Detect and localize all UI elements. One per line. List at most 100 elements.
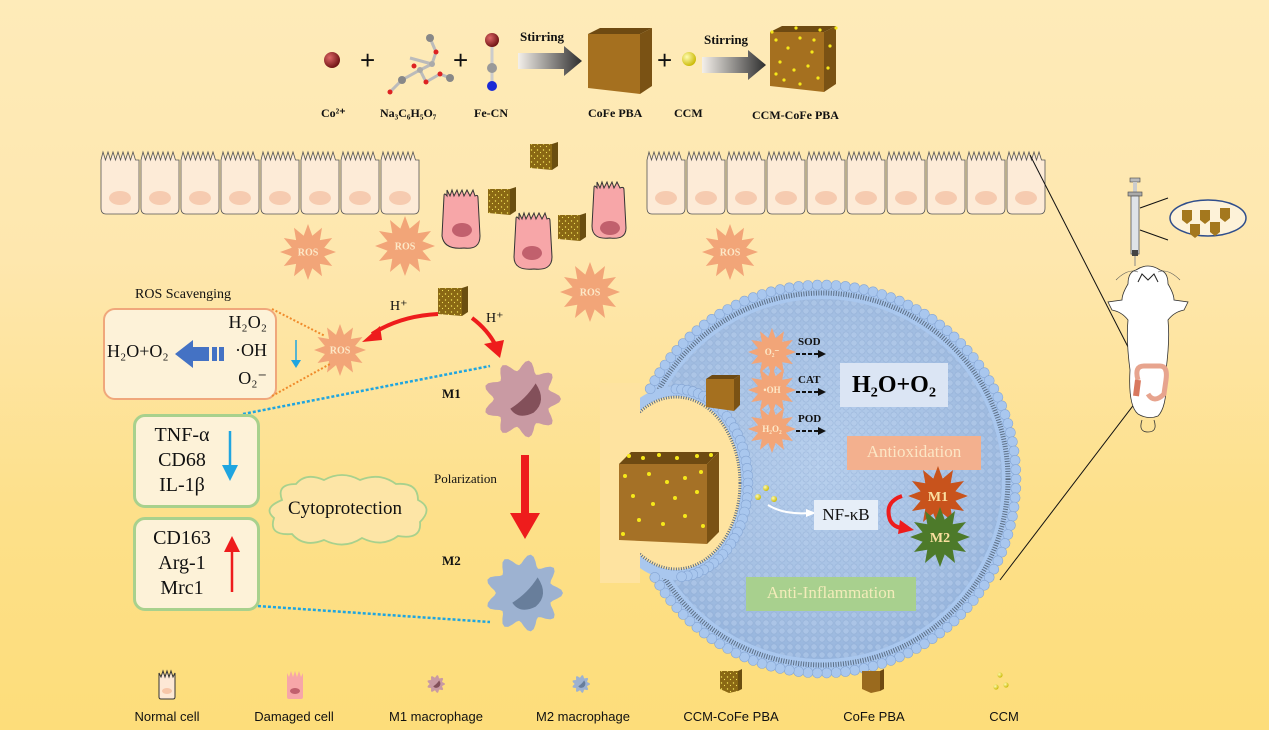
normal-cell <box>1006 150 1046 215</box>
svg-text:ROS: ROS <box>720 248 741 259</box>
normal-cell <box>646 150 686 215</box>
normal-cell <box>220 150 260 215</box>
scavenging-product: H₂O+O₂ <box>107 341 169 361</box>
ccm-cofe-pba-cube <box>770 26 838 92</box>
polarization-label: Polarization <box>434 471 497 486</box>
stirring-label: Stirring <box>520 29 565 44</box>
svg-text:•OH: •OH <box>763 385 780 395</box>
conversion-arrow-icon <box>175 340 224 368</box>
polarization-arrow <box>510 455 540 539</box>
legend-label: M2 macrophage <box>536 709 630 724</box>
legend-label: CCM-CoFe PBA <box>683 709 779 724</box>
m1-phenotype-burst: M1 <box>908 466 968 526</box>
normal-cell <box>300 150 340 215</box>
reagent-label: Fe-CN <box>474 106 508 120</box>
dashed-arrow-icon <box>796 427 826 435</box>
ros-burst: ROS <box>314 324 366 376</box>
m2-macrophage-icon <box>572 675 590 693</box>
m1-label: M1 <box>442 386 461 401</box>
sodium-citrate-molecule-icon <box>387 34 454 95</box>
m2-marker-list: CD163 Arg-1 Mrc1 <box>144 526 220 601</box>
m2-macrophage <box>487 554 563 632</box>
normal-cell <box>380 150 420 215</box>
ccm-cofe-pba-particle <box>530 142 558 170</box>
ros-scavenging-box: H₂O₂ ·OH O₂⁻ H₂O+O₂ <box>103 308 277 400</box>
ros-species-burst: H₂O₂ <box>748 405 796 453</box>
m1-macrophage-icon <box>427 675 445 693</box>
m1-marker-list: TNF-α CD68 IL-1β <box>144 423 220 498</box>
plus-sign: + <box>453 45 469 75</box>
normal-cell <box>180 150 220 215</box>
cytoprotection-cloud <box>268 474 428 546</box>
legend-label: Normal cell <box>134 709 200 724</box>
normal-cell <box>260 150 300 215</box>
normal-cell <box>966 150 1006 215</box>
svg-text:ROS: ROS <box>298 248 319 259</box>
epithelium-left <box>100 150 420 215</box>
additive-label: CCM <box>674 106 703 120</box>
m2-phenotype-burst: M2 <box>910 507 970 567</box>
mouse-illustration <box>1107 177 1247 433</box>
marker-mrc1: Mrc1 <box>160 577 204 599</box>
cofe-pba-cube <box>588 28 652 94</box>
plus-sign: + <box>657 45 673 75</box>
enzyme-label: SOD <box>798 336 821 348</box>
damaged-cell <box>591 180 627 239</box>
ccm-release <box>755 485 816 517</box>
cobalt-ion-icon <box>324 52 340 68</box>
species-oh: ·OH <box>235 340 267 360</box>
svg-text:M2: M2 <box>930 531 950 546</box>
nfkb-label: NF-κB <box>814 500 878 530</box>
svg-text:ROS: ROS <box>580 288 601 299</box>
legend-label: CoFe PBA <box>843 709 905 724</box>
m2-label: M2 <box>442 553 461 568</box>
normal-cell <box>886 150 926 215</box>
m2-markers-box: CD163 Arg-1 Mrc1 <box>133 517 260 611</box>
svg-text:H₂O₂: H₂O₂ <box>762 424 782 434</box>
stirring-label: Stirring <box>704 32 749 47</box>
ccm-icon <box>993 672 1009 690</box>
legend-label: M1 macrophage <box>389 709 483 724</box>
normal-cell <box>806 150 846 215</box>
normal-cell <box>140 150 180 215</box>
repolarization-arrow <box>886 494 914 534</box>
normal-cell <box>726 150 766 215</box>
proton-label-right: H⁺ <box>486 311 504 326</box>
enzyme-label: POD <box>798 413 822 425</box>
ros-scavenging-title: ROS Scavenging <box>135 287 232 302</box>
damaged-cell <box>441 188 481 249</box>
normal-cell-icon <box>158 669 176 700</box>
decrease-arrow-icon <box>222 431 238 481</box>
reagent-label: Co²⁺ <box>321 106 346 120</box>
anti-inflammation-tag: Anti-Inflammation <box>746 577 916 611</box>
down-arrow-icon <box>291 340 301 368</box>
marker-cd163: CD163 <box>153 527 211 549</box>
product-label: CCM-CoFe PBA <box>752 108 839 122</box>
reagent-label: Na₃C₆H₅O₇ <box>380 106 437 120</box>
epithelium-right <box>646 150 1046 215</box>
syringe-icon <box>1127 177 1169 266</box>
normal-cell <box>926 150 966 215</box>
marker-arg-1: Arg-1 <box>158 552 206 574</box>
enzyme-label: CAT <box>798 374 821 386</box>
normal-cell <box>766 150 806 215</box>
cell-product-label: H₂O+O₂ <box>840 363 948 407</box>
marker-cd68: CD68 <box>158 449 206 471</box>
cofe-pba-icon <box>862 669 884 693</box>
cofe-pba-particle <box>706 375 740 411</box>
reaction-arrow <box>518 46 582 76</box>
ccm-cofe-pba-icon <box>720 669 742 693</box>
species-o2-minus: O₂⁻ <box>238 368 267 388</box>
ros-species-burst: O₂⁻ <box>748 328 796 376</box>
increase-arrow-icon <box>224 536 240 592</box>
legend-label: CCM <box>989 709 1019 724</box>
antioxidation-tag: Antioxidation <box>847 436 981 470</box>
ros-burst: ROS <box>560 262 620 322</box>
ros-burst: ROS <box>280 224 336 280</box>
ccm-cofe-pba-entering-cell <box>619 452 719 544</box>
ros-burst: ROS <box>375 216 435 276</box>
ros-burst: ROS <box>702 224 758 280</box>
dashed-arrow-icon <box>796 388 826 396</box>
ccm-cofe-pba-particle <box>438 286 468 316</box>
